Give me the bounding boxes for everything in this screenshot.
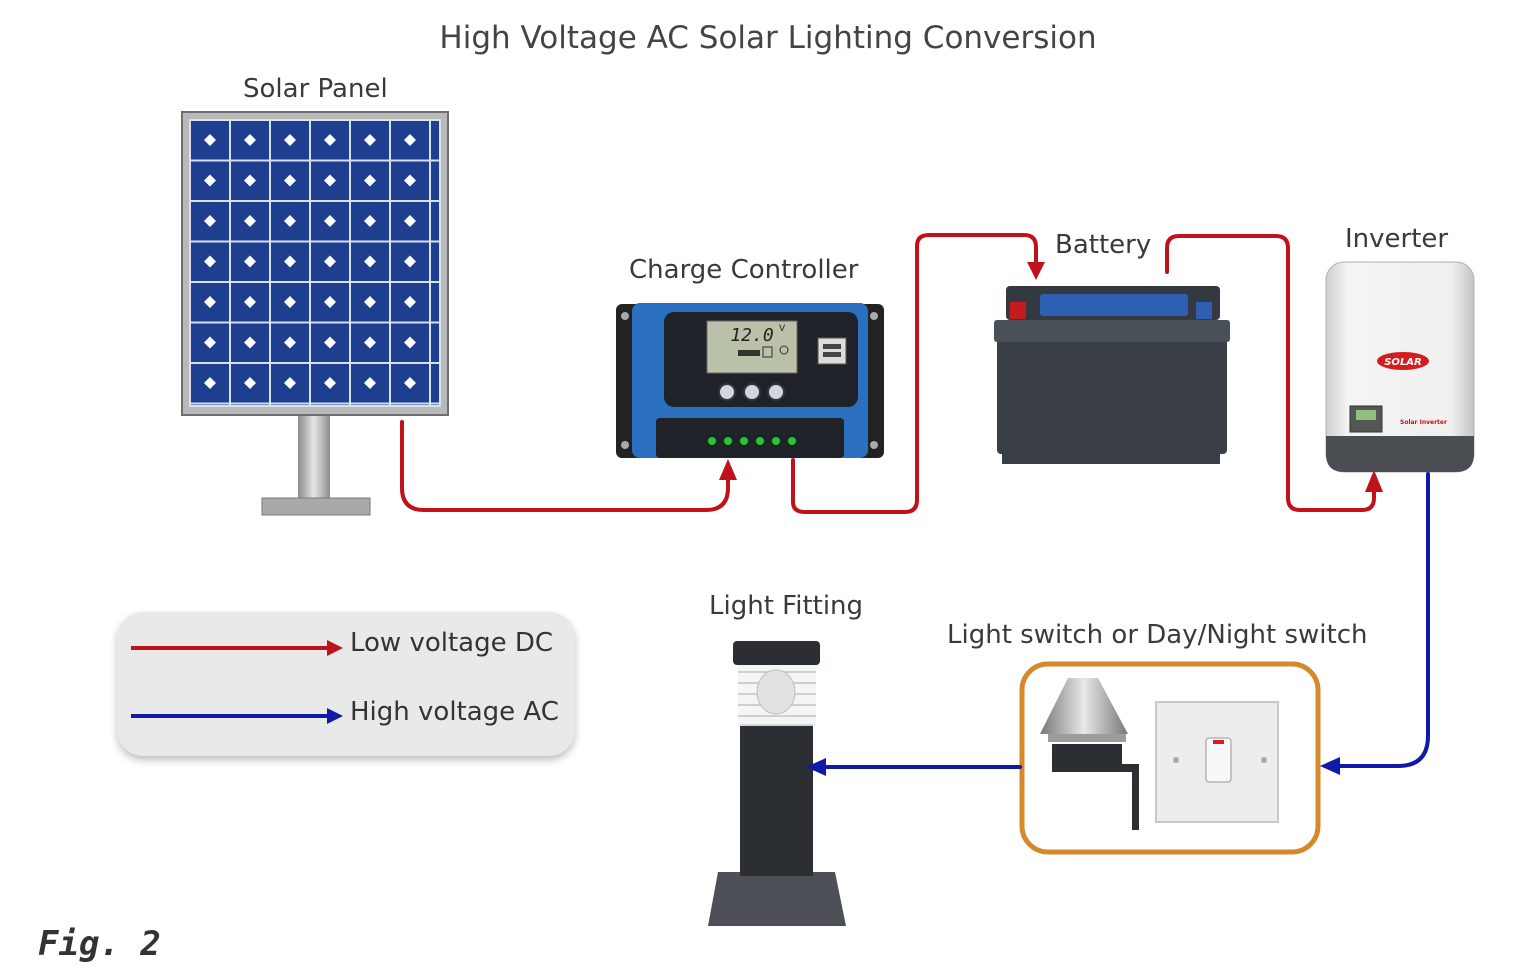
legend-ac-label: High voltage AC: [350, 697, 559, 727]
solar-panel: [181, 111, 449, 516]
wire-inverter-to-switch: [1334, 472, 1430, 768]
day-night-sensor: [1040, 678, 1139, 830]
inverter-badge: SOLAR: [1384, 357, 1422, 368]
charge-controller: 12.0 V: [616, 303, 884, 458]
ac-wires: [818, 472, 1430, 769]
switch-label: Light switch or Day/Night switch: [947, 620, 1368, 650]
arrow-into-light: [806, 758, 826, 776]
wire-battery-to-inverter: [1165, 234, 1376, 512]
battery-label: Battery: [1055, 230, 1152, 260]
battery: [994, 286, 1230, 464]
switch-group: [1019, 661, 1321, 855]
ac-arrowheads: [806, 757, 1340, 776]
light-fitting: [708, 641, 846, 926]
legend-dc-label: Low voltage DC: [350, 628, 554, 658]
controller-display-unit: V: [779, 324, 786, 334]
arrow-into-battery: [1027, 262, 1045, 280]
controller-display-value: 12.0: [730, 325, 773, 346]
wall-switch: [1155, 701, 1279, 823]
figure-label: Fig. 2: [38, 924, 161, 964]
legend: Low voltage DC High voltage AC: [117, 612, 575, 756]
inverter: SOLAR Solar Inverter: [1325, 261, 1475, 473]
diagram-title: High Voltage AC Solar Lighting Conversio…: [439, 20, 1097, 56]
legend-ac-arrow: [327, 708, 343, 724]
wire-controller-to-battery: [791, 233, 1038, 514]
wire-panel-to-controller: [400, 420, 730, 512]
arrow-into-inverter: [1365, 470, 1383, 492]
inverter-label: Inverter: [1345, 224, 1449, 254]
dc-arrowheads: [719, 262, 1383, 492]
light-fitting-label: Light Fitting: [709, 591, 864, 621]
inverter-caption: Solar Inverter: [1400, 419, 1447, 426]
charge-controller-label: Charge Controller: [629, 255, 859, 285]
legend-dc-arrow: [327, 640, 343, 656]
arrow-into-switch: [1320, 757, 1340, 775]
arrow-into-controller: [719, 459, 737, 480]
legend-swatches: [131, 640, 343, 724]
solar-panel-label: Solar Panel: [243, 74, 388, 104]
dc-wires: [400, 233, 1376, 514]
